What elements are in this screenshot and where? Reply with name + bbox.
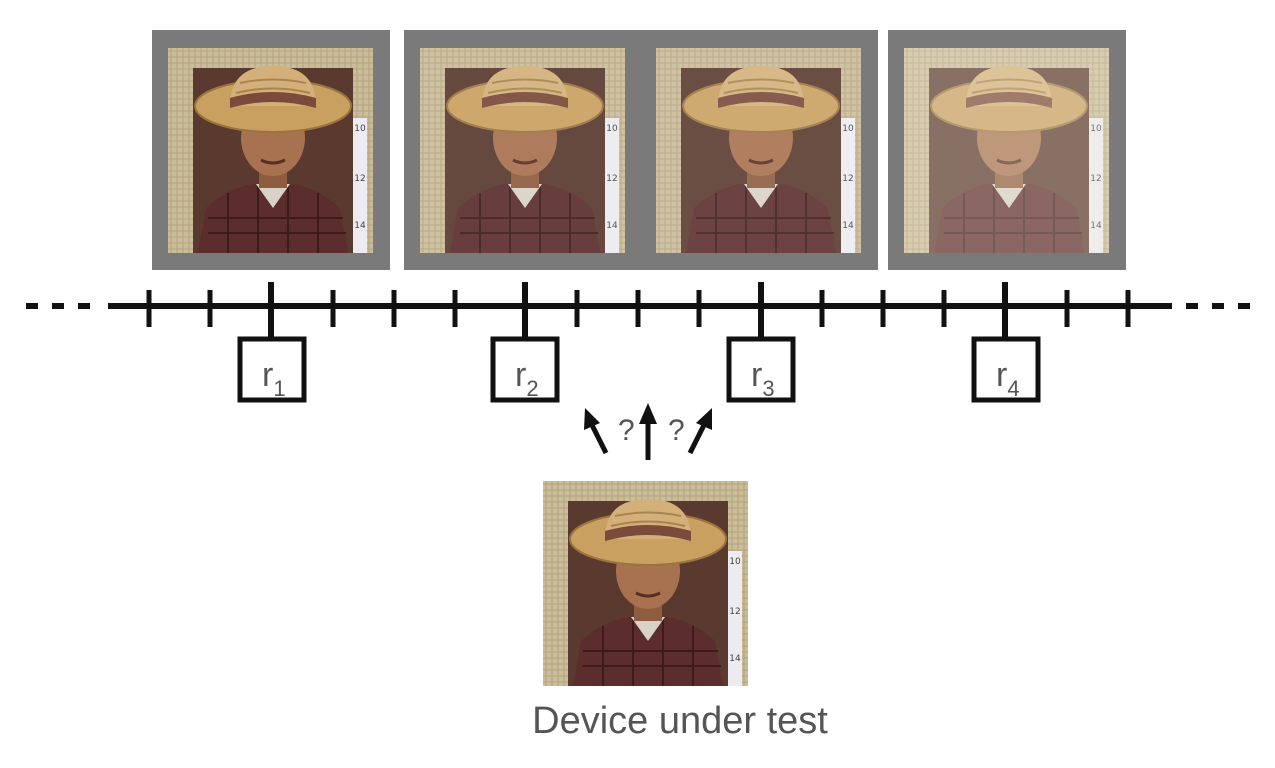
reference-label-r3: r3 [751,356,775,401]
reference-marker-r3: r3 [726,282,796,403]
reference-photo-r4 [902,46,1111,255]
device-under-test-photo [541,479,750,688]
reference-photo-r3 [654,46,863,255]
reference-photo-r1 [166,46,375,255]
reference-photo-r2 [418,46,627,255]
question-mark-right: ? [668,414,685,447]
timeline-ticks [146,290,1131,327]
comparison-arrows [584,403,712,460]
arrow-up-right-icon [687,408,712,455]
arrow-up-left-icon [584,408,609,455]
question-mark-left: ? [618,414,635,447]
reference-label-r1: r1 [262,356,286,401]
reference-label-r2: r2 [515,356,539,401]
arrow-up-icon [639,403,657,460]
reference-marker-r2: r2 [490,282,560,403]
reference-marker-r4: r4 [971,282,1041,403]
device-under-test-label: Device under test [532,700,828,742]
reference-label-r4: r4 [996,356,1020,401]
reference-marker-r1: r1 [237,282,307,403]
